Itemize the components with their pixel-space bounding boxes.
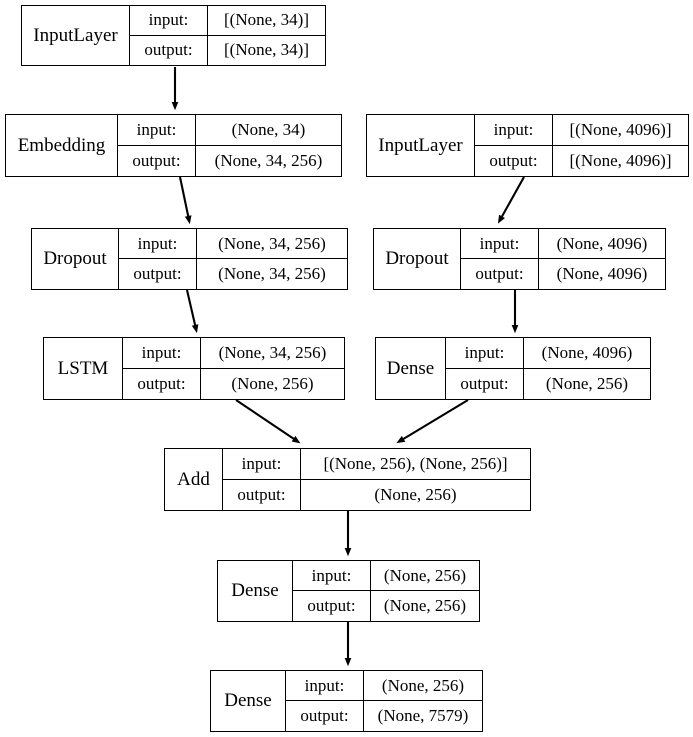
io-value-output: (None, 4096) xyxy=(556,264,648,283)
node-label: Dropout xyxy=(32,229,119,289)
node-io-table: input: [(None, 4096)] output: [(None, 40… xyxy=(475,115,688,176)
io-row-output: output: (None, 256) xyxy=(446,368,650,399)
node-io-table: input: (None, 4096) output: (None, 4096) xyxy=(461,229,665,289)
node-io-table: input: (None, 4096) output: (None, 256) xyxy=(446,338,650,399)
node-label: Dropout xyxy=(374,229,461,289)
io-key-output: output: xyxy=(461,259,539,289)
node-label: InputLayer xyxy=(367,115,475,176)
node-label: Add xyxy=(165,449,223,510)
io-value-output: (None, 256) xyxy=(383,596,467,615)
io-key-input: input: xyxy=(446,338,524,368)
io-value-output: [(None, 34)] xyxy=(224,40,309,60)
node-io-table: input: [(None, 256), (None, 256)] output… xyxy=(223,449,530,510)
node-dense-output[interactable]: Dense input: (None, 256) output: (None, … xyxy=(210,670,483,732)
io-row-output: output: [(None, 34)] xyxy=(130,35,325,65)
io-key-output: output: xyxy=(123,368,201,399)
io-key-output: output: xyxy=(293,591,371,621)
io-row-output: output: (None, 4096) xyxy=(461,259,665,289)
io-key-input: input: xyxy=(461,229,539,258)
node-input-layer-text[interactable]: InputLayer input: [(None, 34)] output: [… xyxy=(21,5,326,66)
io-row-input: input: [(None, 34)] xyxy=(130,6,325,36)
io-value-input: (None, 34) xyxy=(231,119,306,139)
io-row-input: input: (None, 34, 256) xyxy=(123,338,344,369)
io-value-output: (None, 34, 256) xyxy=(214,150,323,170)
io-value-input: (None, 4096) xyxy=(556,233,648,253)
node-label: InputLayer xyxy=(22,6,130,65)
io-key-input: input: xyxy=(475,115,553,145)
io-value-output: (None, 256) xyxy=(374,484,457,504)
io-key-input: input: xyxy=(286,671,364,700)
io-key-output: output: xyxy=(475,145,553,176)
node-io-table: input: [(None, 34)] output: [(None, 34)] xyxy=(130,6,325,65)
io-key-output: output: xyxy=(286,701,364,731)
io-row-output: output: (None, 34, 256) xyxy=(118,145,341,176)
io-key-output: output: xyxy=(130,35,208,65)
io-row-input: input: (None, 34, 256) xyxy=(119,229,347,259)
io-value-output: (None, 256) xyxy=(545,373,629,393)
io-key-output: output: xyxy=(119,259,197,289)
io-value-output: (None, 256) xyxy=(231,373,314,393)
io-key-input: input: xyxy=(293,561,371,590)
io-value-input: (None, 256) xyxy=(381,675,465,695)
node-dense-hidden[interactable]: Dense input: (None, 256) output: (None, … xyxy=(217,560,480,622)
node-dropout-text[interactable]: Dropout input: (None, 34, 256) output: (… xyxy=(31,228,348,290)
io-row-output: output: (None, 256) xyxy=(293,591,479,621)
io-key-input: input: xyxy=(118,115,196,145)
io-row-input: input: (None, 256) xyxy=(286,671,482,701)
io-row-output: output: (None, 7579) xyxy=(286,701,482,731)
node-dense-image[interactable]: Dense input: (None, 4096) output: (None,… xyxy=(375,337,651,400)
io-row-output: output: (None, 34, 256) xyxy=(119,259,347,289)
io-row-input: input: (None, 4096) xyxy=(446,338,650,369)
io-value-input: [(None, 34)] xyxy=(224,10,309,30)
node-io-table: input: (None, 34) output: (None, 34, 256… xyxy=(118,115,341,176)
io-value-input: [(None, 4096)] xyxy=(569,119,672,139)
node-io-table: input: (None, 34, 256) output: (None, 25… xyxy=(123,338,344,399)
io-row-output: output: (None, 256) xyxy=(223,479,530,510)
node-label: Dense xyxy=(218,561,293,621)
io-value-output: [(None, 4096)] xyxy=(569,150,672,170)
io-row-input: input: [(None, 256), (None, 256)] xyxy=(223,449,530,480)
io-row-input: input: (None, 4096) xyxy=(461,229,665,259)
node-io-table: input: (None, 256) output: (None, 7579) xyxy=(286,671,482,731)
node-label: Dense xyxy=(211,671,286,731)
node-io-table: input: (None, 256) output: (None, 256) xyxy=(293,561,479,621)
node-dropout-image[interactable]: Dropout input: (None, 4096) output: (Non… xyxy=(373,228,666,290)
node-label: Dense xyxy=(376,338,446,399)
io-value-input: (None, 34, 256) xyxy=(218,342,327,362)
io-key-input: input: xyxy=(119,229,197,258)
io-key-input: input: xyxy=(223,449,301,479)
io-key-input: input: xyxy=(123,338,201,368)
edge-denseimage-to-add xyxy=(396,399,469,444)
io-row-output: output: [(None, 4096)] xyxy=(475,145,688,176)
io-value-output: (None, 34, 256) xyxy=(218,264,326,283)
node-io-table: input: (None, 34, 256) output: (None, 34… xyxy=(119,229,347,289)
node-label: LSTM xyxy=(44,338,123,399)
io-row-output: output: (None, 256) xyxy=(123,368,344,399)
io-key-output: output: xyxy=(446,368,524,399)
node-add[interactable]: Add input: [(None, 256), (None, 256)] ou… xyxy=(164,448,531,511)
io-value-input: (None, 4096) xyxy=(541,342,633,362)
io-value-input: (None, 256) xyxy=(383,565,467,585)
node-label: Embedding xyxy=(6,115,118,176)
io-key-output: output: xyxy=(118,145,196,176)
io-key-output: output: xyxy=(223,479,301,510)
io-value-input: (None, 34, 256) xyxy=(218,233,326,253)
edge-lstm-to-add xyxy=(235,399,301,444)
io-row-input: input: [(None, 4096)] xyxy=(475,115,688,146)
io-row-input: input: (None, 256) xyxy=(293,561,479,591)
edge-dropouttext-to-lstm xyxy=(185,289,199,334)
io-row-input: input: (None, 34) xyxy=(118,115,341,146)
io-value-input: [(None, 256), (None, 256)] xyxy=(323,453,508,473)
node-lstm[interactable]: LSTM input: (None, 34, 256) output: (Non… xyxy=(43,337,345,400)
node-embedding[interactable]: Embedding input: (None, 34) output: (Non… xyxy=(5,114,342,177)
node-input-layer-image[interactable]: InputLayer input: [(None, 4096)] output:… xyxy=(366,114,689,177)
edge-embedding-to-dropouttext xyxy=(178,176,192,225)
io-key-input: input: xyxy=(130,6,208,35)
edge-inputimage-to-dropoutimage xyxy=(497,176,525,224)
io-value-output: (None, 7579) xyxy=(377,706,469,725)
